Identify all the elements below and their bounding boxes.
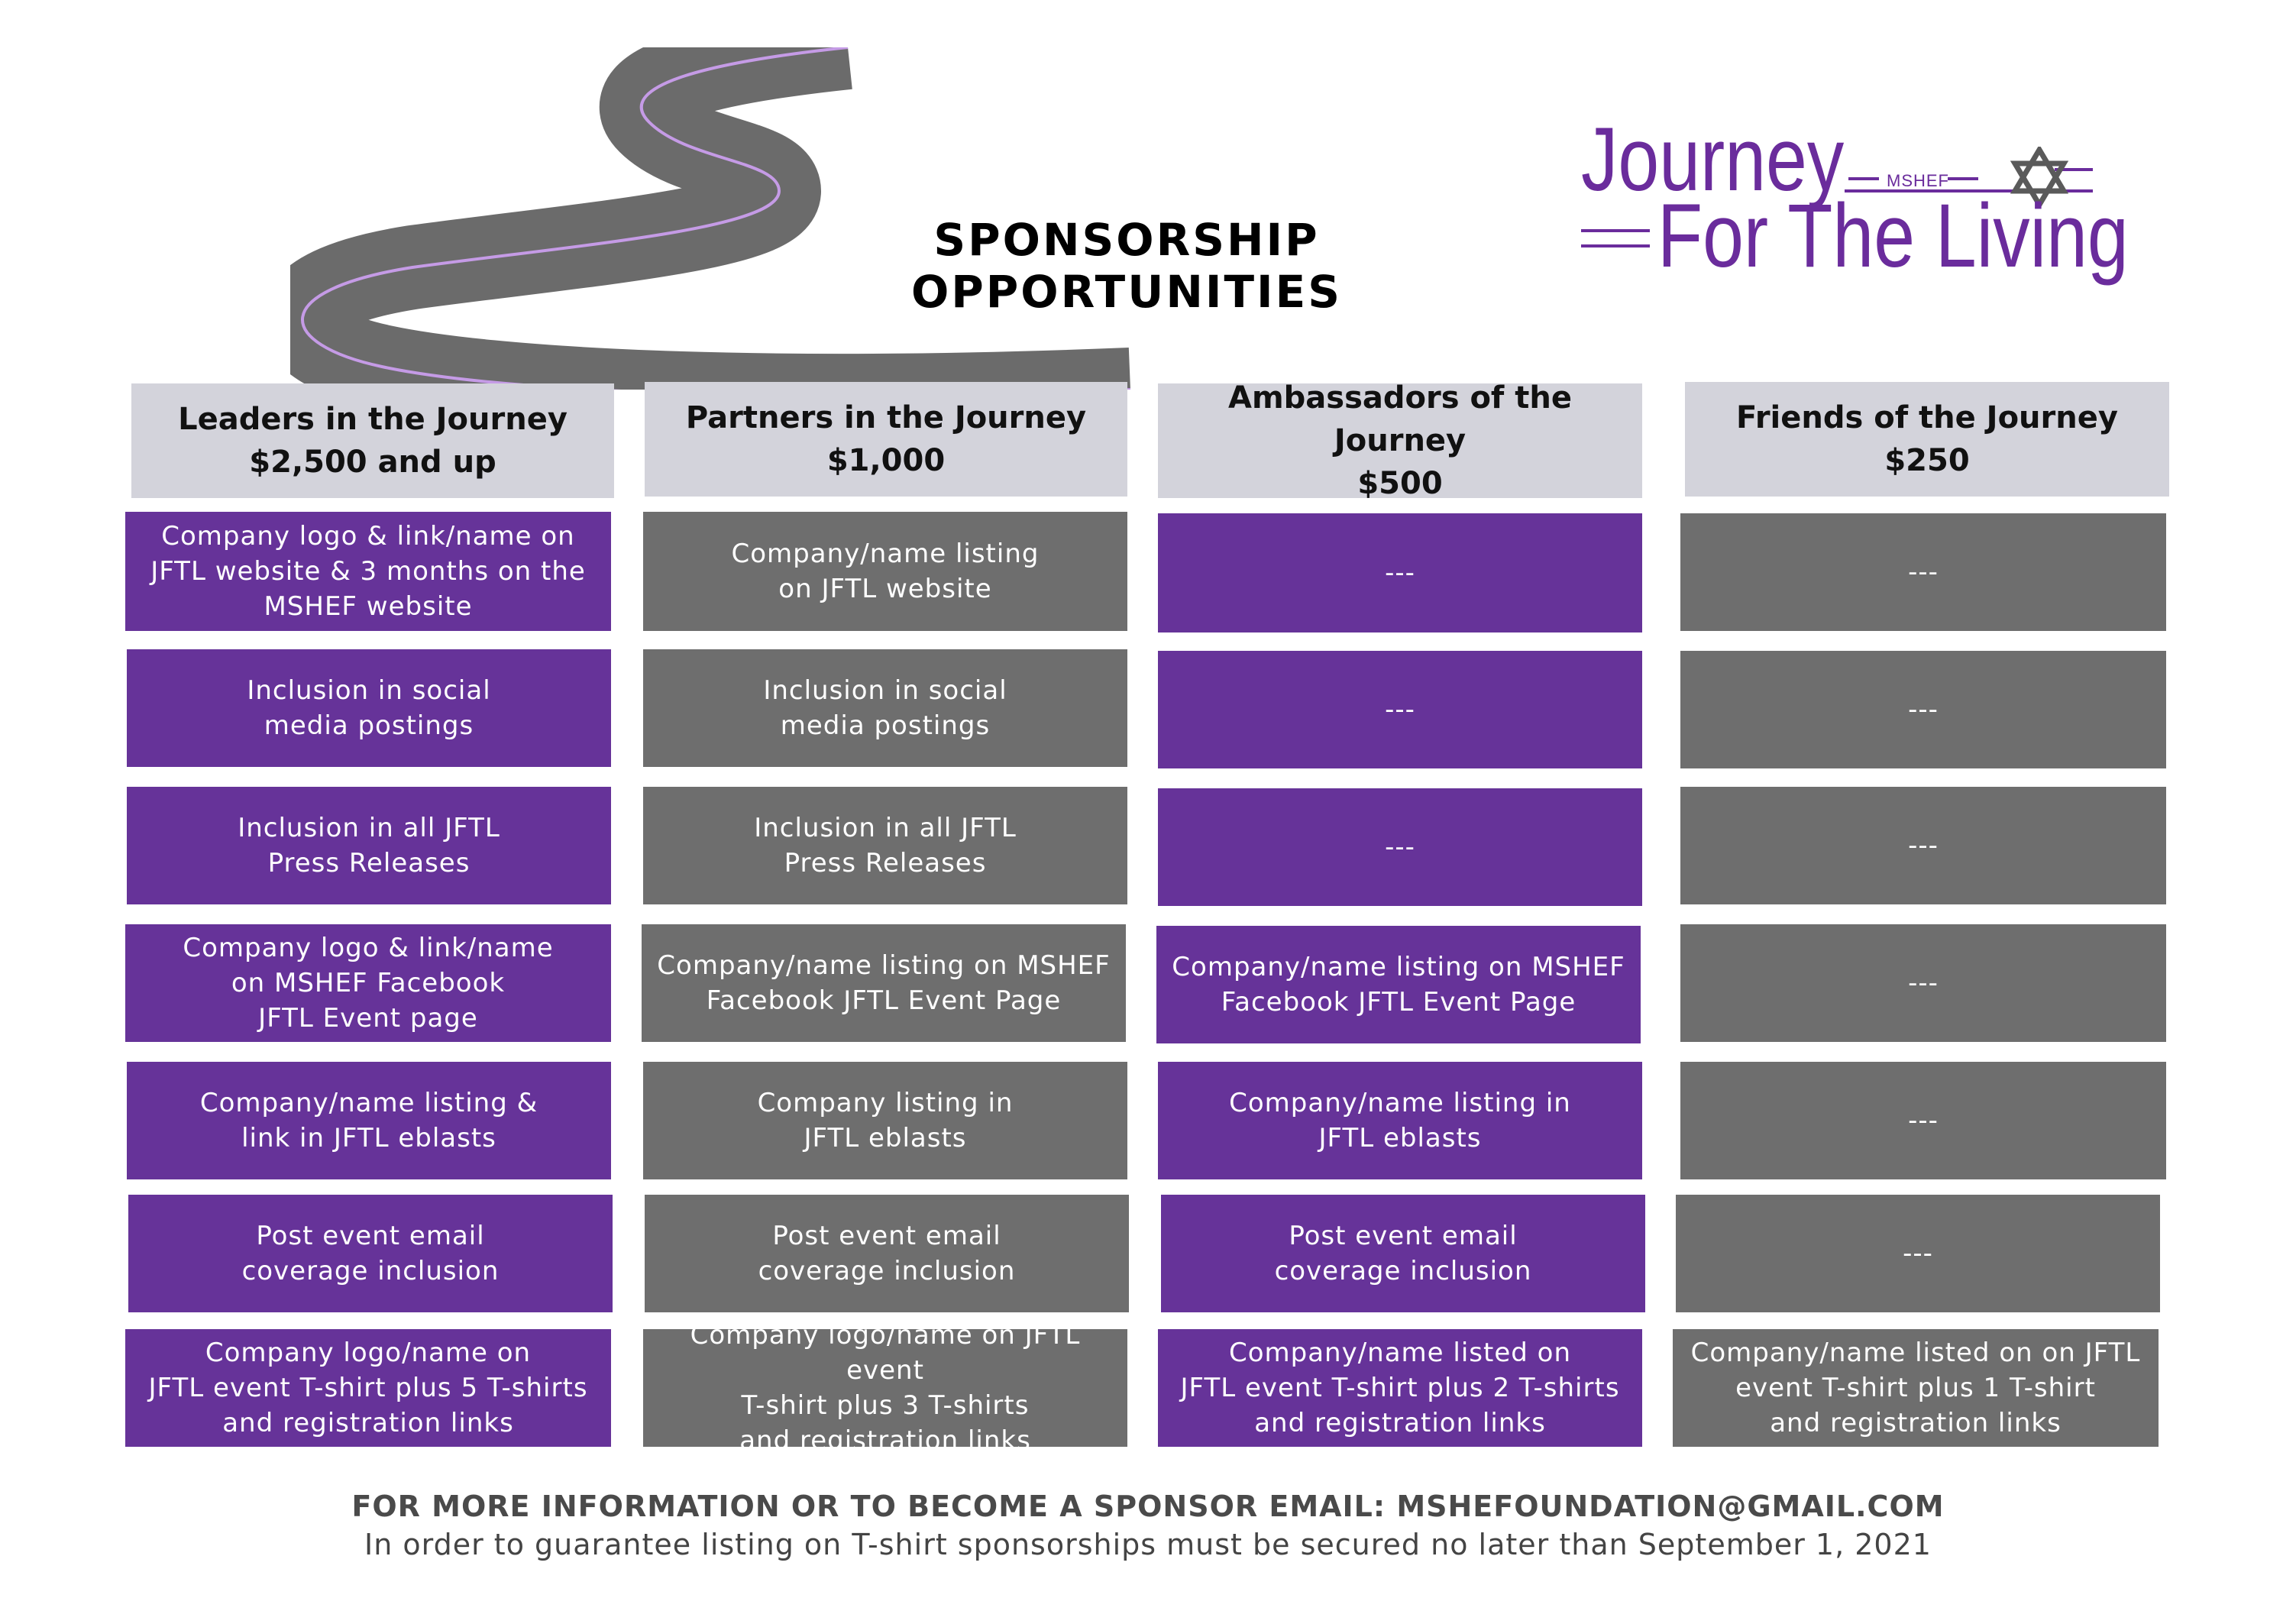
- logo-dash: [1581, 229, 1650, 232]
- tier-price: $250: [1884, 443, 1970, 478]
- tier-name: Friends of the Journey: [1736, 400, 2118, 435]
- tier-header-friends: Friends of the Journey $250: [1685, 382, 2169, 497]
- benefit-cell: Post event email coverage inclusion: [128, 1195, 613, 1312]
- benefit-cell: Inclusion in social media postings: [127, 649, 611, 767]
- benefit-cell: Post event email coverage inclusion: [645, 1195, 1129, 1312]
- tier-header-leaders: Leaders in the Journey $2,500 and up: [131, 383, 614, 498]
- benefit-cell: Company logo/name on JFTL event T-shirt …: [643, 1320, 1127, 1456]
- logo-line1: Journey: [1581, 109, 1845, 210]
- tier-name: Leaders in the Journey: [178, 402, 568, 437]
- star-of-david-icon: [2010, 147, 2069, 208]
- logo-dash: [1948, 177, 1978, 180]
- page-title: SPONSORSHIP OPPORTUNITIES: [910, 214, 1342, 318]
- benefit-cell: ---: [1680, 1062, 2166, 1179]
- logo-dash: [2055, 189, 2093, 192]
- logo-dash: [2055, 168, 2093, 171]
- benefit-cell: Company/name listed on JFTL event T-shir…: [1158, 1329, 1642, 1447]
- benefit-cell: Company/name listing on MSHEF Facebook J…: [642, 924, 1126, 1042]
- tier-price: $2,500 and up: [249, 445, 496, 480]
- deadline-note: In order to guarantee listing on T-shirt…: [364, 1528, 1932, 1561]
- tier-name: Partners in the Journey: [685, 400, 1087, 435]
- logo-dash: [1848, 177, 1879, 180]
- benefit-cell: ---: [1676, 1195, 2160, 1312]
- benefit-cell: ---: [1158, 651, 1642, 768]
- benefit-cell: Company/name listing in JFTL eblasts: [1158, 1062, 1642, 1179]
- tier-header-partners: Partners in the Journey $1,000: [645, 382, 1127, 497]
- journey-for-the-living-logo: Journey MSHEF For The Living: [1581, 109, 2129, 298]
- tier-header-ambassadors: Ambassadors of the Journey $500: [1158, 380, 1642, 501]
- benefit-cell: Company/name listing on MSHEF Facebook J…: [1156, 926, 1641, 1043]
- benefit-cell: Inclusion in all JFTL Press Releases: [643, 787, 1127, 904]
- logo-dash: [1845, 189, 2024, 192]
- tier-price: $500: [1357, 466, 1443, 501]
- benefit-cell: Inclusion in all JFTL Press Releases: [127, 787, 611, 904]
- benefit-cell: Post event email coverage inclusion: [1161, 1195, 1645, 1312]
- benefit-cell: Company/name listing on JFTL website: [643, 512, 1127, 631]
- benefit-cell: Company logo & link/name on JFTL website…: [125, 512, 611, 631]
- logo-dash: [1581, 244, 1650, 247]
- benefit-cell: Company logo/name on JFTL event T-shirt …: [125, 1329, 611, 1447]
- benefit-cell: Company/name listing & link in JFTL ebla…: [127, 1062, 611, 1179]
- benefit-cell: Company logo & link/name on MSHEF Facebo…: [125, 924, 611, 1042]
- benefit-cell: ---: [1680, 924, 2166, 1042]
- logo-line2: For The Living: [1657, 186, 2129, 286]
- benefit-cell: ---: [1680, 787, 2166, 904]
- benefit-cell: ---: [1158, 513, 1642, 632]
- tier-name: Ambassadors of the Journey: [1228, 380, 1572, 458]
- logo-tag: MSHEF: [1887, 171, 1949, 190]
- benefit-cell: Company/name listed on on JFTL event T-s…: [1673, 1329, 2159, 1447]
- tier-price: $1,000: [826, 443, 946, 478]
- benefit-cell: ---: [1680, 651, 2166, 768]
- benefit-cell: ---: [1158, 788, 1642, 906]
- contact-line: FOR MORE INFORMATION OR TO BECOME A SPON…: [351, 1490, 1945, 1523]
- benefit-cell: Inclusion in social media postings: [643, 649, 1127, 767]
- benefit-cell: ---: [1680, 513, 2166, 631]
- benefit-cell: Company listing in JFTL eblasts: [643, 1062, 1127, 1179]
